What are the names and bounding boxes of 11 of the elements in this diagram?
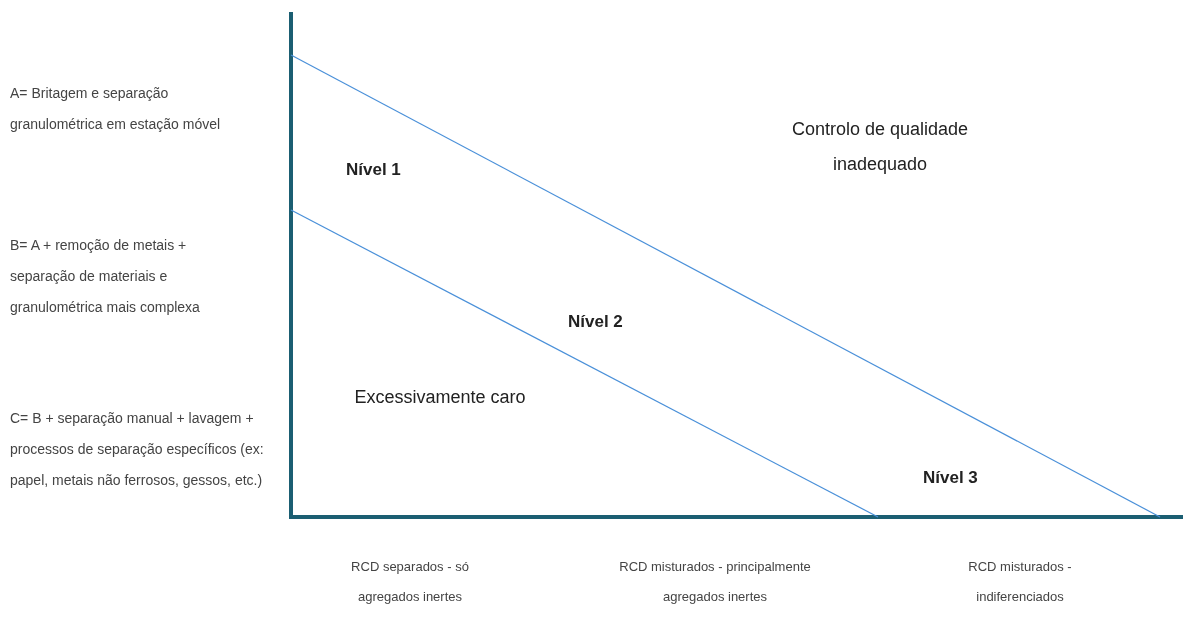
level-label: Nível 2 — [568, 311, 624, 333]
region-label: Excessivamente caro — [353, 386, 527, 409]
axis-category-label: RCD separados - só agregados inertes — [350, 558, 470, 606]
level-label: Nível 3 — [923, 467, 979, 489]
definition-text: B= A + remoção de metais + separação de materiais e granulométrica mais complexa — [10, 236, 201, 317]
definition-text: A= Britagem e separação granulométrica em estação móvel — [10, 84, 222, 134]
definition-text: C= B + separação manual + lavagem + processos de separação específicos (ex: papel, metais não ferrosos, gessos, etc.) — [10, 409, 265, 490]
axis-category-label: RCD misturados - principalmente agregados inertes — [618, 558, 812, 606]
axis-category-label: RCD misturados - indiferenciados — [967, 558, 1073, 606]
region-label: Controlo de qualidade inadequado — [790, 118, 970, 176]
level-label: Nível 1 — [346, 159, 402, 181]
